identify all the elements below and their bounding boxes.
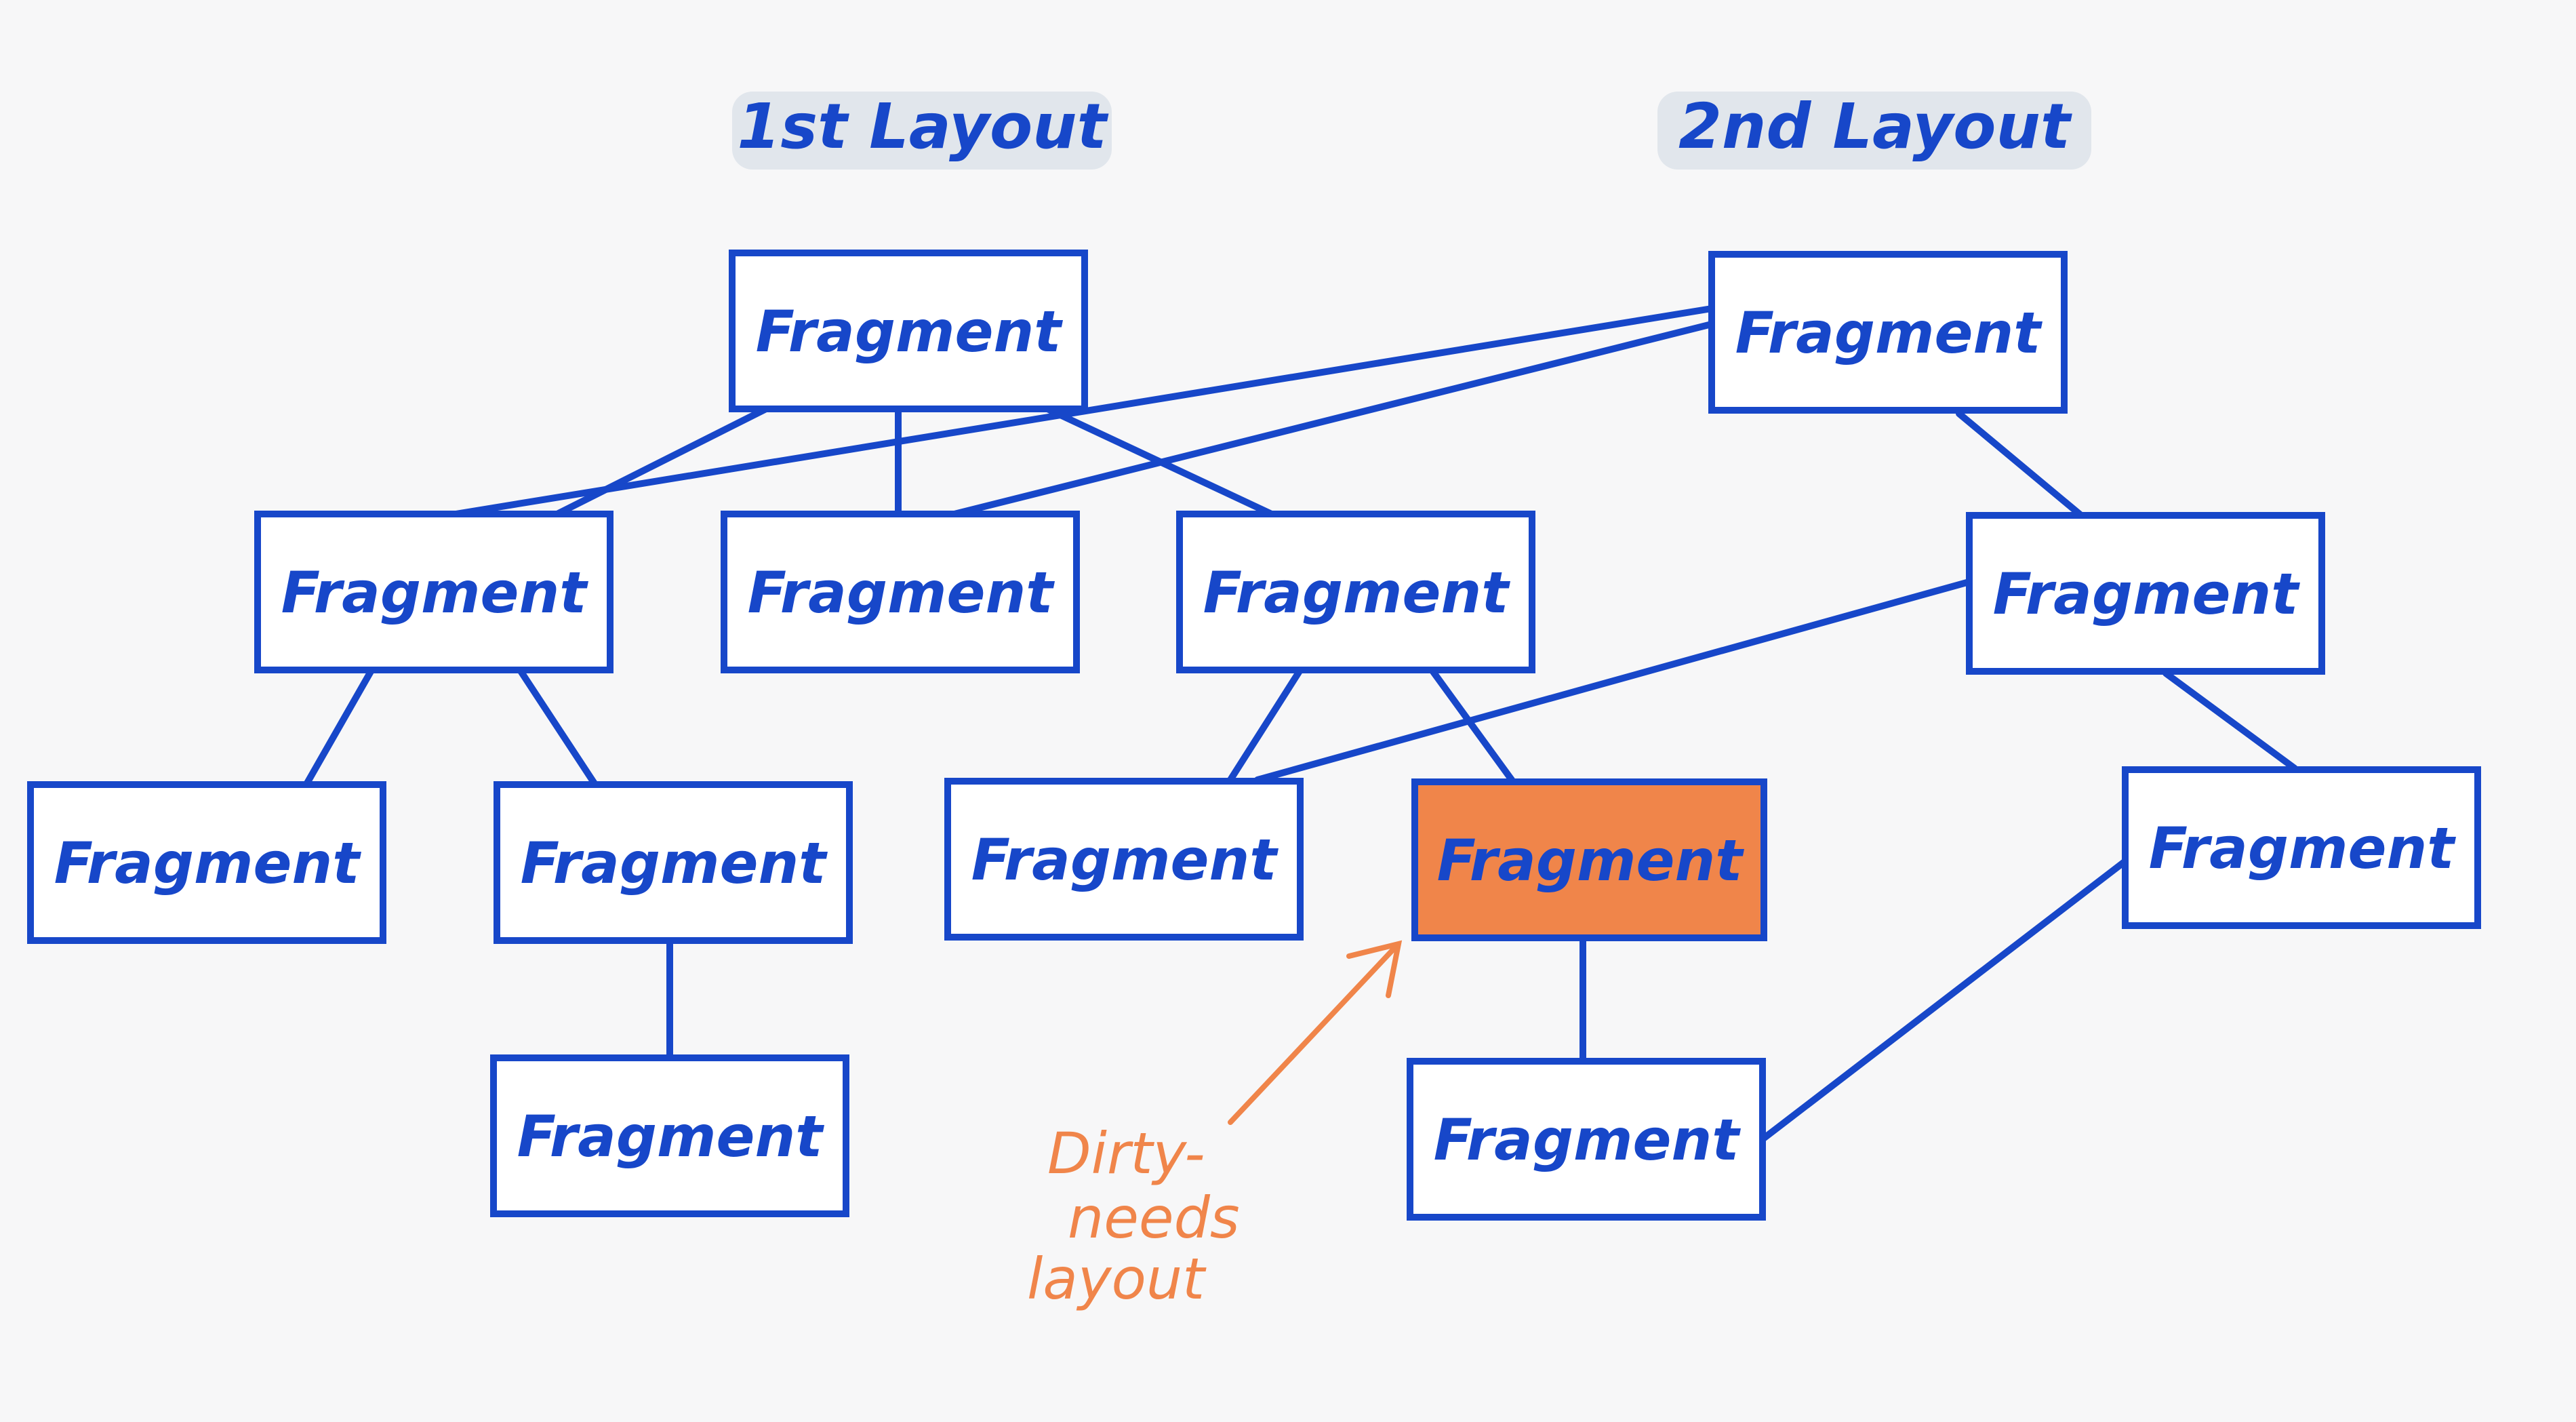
fragment-label: Fragment bbox=[1434, 1107, 1742, 1173]
fragment-label: Fragment bbox=[1437, 827, 1745, 894]
fragment-node-e1: Fragment bbox=[2122, 766, 2481, 929]
edge-a-a2 bbox=[515, 665, 600, 790]
fragment-node-a2: Fragment bbox=[494, 781, 853, 944]
second-layout-label: 2nd Layout bbox=[1678, 90, 2072, 163]
fragment-label: Fragment bbox=[54, 830, 362, 896]
edge-root2-e bbox=[1956, 410, 2085, 519]
annotation-line-1: Dirty- bbox=[1047, 1120, 1205, 1187]
fragment-label: Fragment bbox=[281, 559, 589, 626]
fragment-label: Fragment bbox=[971, 827, 1279, 893]
fragment-node-b: Fragment bbox=[721, 511, 1080, 673]
edge-root1-a bbox=[551, 406, 769, 519]
fragment-label: Fragment bbox=[521, 830, 828, 896]
fragment-node-dirty: Fragment bbox=[1411, 778, 1767, 941]
fragment-label: Fragment bbox=[2149, 815, 2457, 882]
fragment-node-c1: Fragment bbox=[944, 778, 1304, 941]
annotation-arrow bbox=[1228, 943, 1399, 1125]
annotation-line-2: needs bbox=[1068, 1185, 1240, 1251]
edge-e1-d1 bbox=[1759, 858, 2129, 1143]
fragment-node-root-2: Fragment bbox=[1708, 251, 2068, 414]
fragment-label: Fragment bbox=[748, 559, 1055, 626]
edge-e-c1 bbox=[1254, 578, 1973, 783]
first-layout-label: 1st Layout bbox=[737, 90, 1108, 163]
fragment-label: Fragment bbox=[756, 298, 1064, 365]
edge-a-a1 bbox=[302, 665, 376, 790]
first-layout-heading: 1st Layout bbox=[732, 90, 1112, 170]
annotation-arrowhead bbox=[1346, 940, 1403, 998]
fragment-node-root-1: Fragment bbox=[729, 250, 1088, 412]
second-layout-heading: 2nd Layout bbox=[1657, 90, 2091, 170]
edge-root2-b bbox=[946, 321, 1715, 519]
edge-e-e1 bbox=[2162, 670, 2298, 772]
fragment-node-a: Fragment bbox=[254, 511, 613, 673]
dirty-annotation: Dirty- needs layout bbox=[1027, 940, 1403, 1312]
fragment-label: Fragment bbox=[1735, 300, 2043, 366]
fragment-label: Fragment bbox=[1993, 561, 2301, 627]
edge-c-c1 bbox=[1227, 665, 1305, 783]
first-layout-edges bbox=[302, 406, 1586, 1065]
fragment-label: Fragment bbox=[1203, 559, 1511, 626]
annotation-line-3: layout bbox=[1027, 1246, 1207, 1312]
fragment-node-a1: Fragment bbox=[27, 781, 386, 944]
fragment-node-c: Fragment bbox=[1176, 511, 1535, 673]
fragment-node-e: Fragment bbox=[1966, 512, 2325, 675]
fragment-label: Fragment bbox=[517, 1103, 825, 1170]
fragment-node-a21: Fragment bbox=[490, 1054, 849, 1217]
fragment-node-d1: Fragment bbox=[1407, 1058, 1766, 1221]
